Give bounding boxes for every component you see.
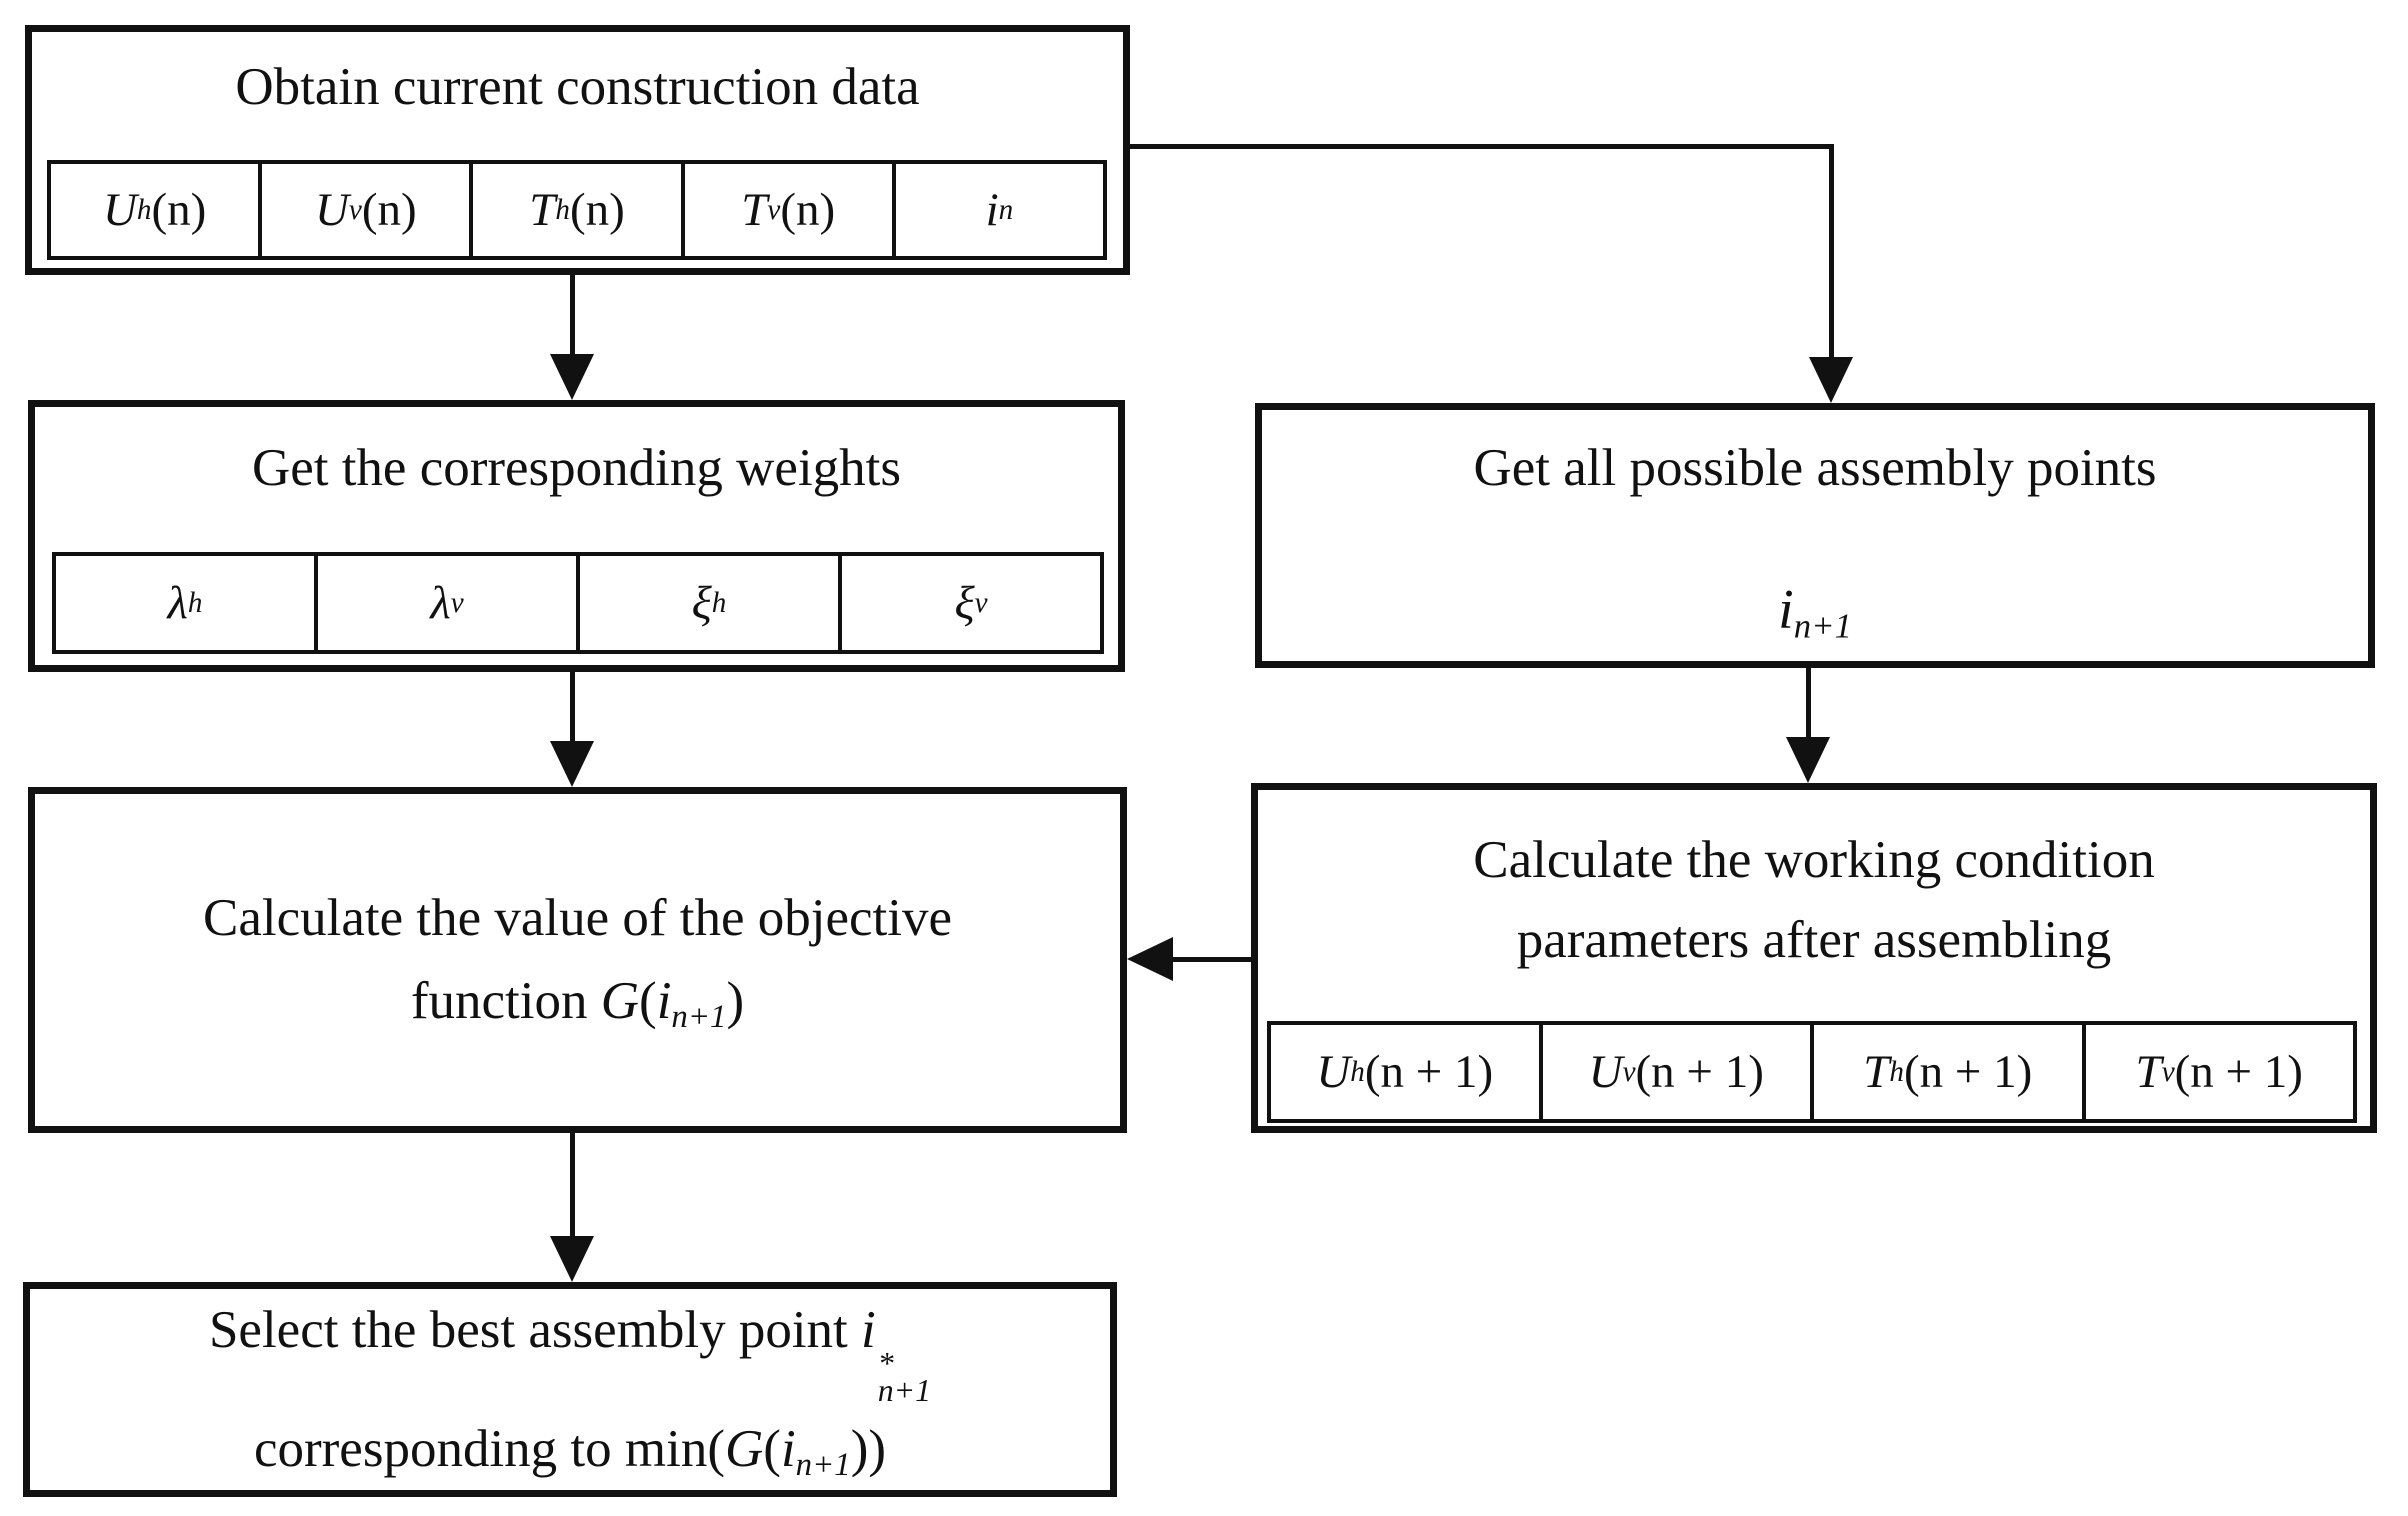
arrow-assembly-to-working-head [1786,737,1830,783]
assembly-points-symbol: in+1 [1778,579,1852,646]
box-assembly-points: Get all possible assembly points in+1 [1255,403,2375,668]
working-condition-title-line1: Calculate the working condition [1473,831,2155,889]
objective-line2: function G(in+1) [410,972,745,1036]
objective-line1: Calculate the value of the objective [202,889,953,947]
working-condition-title-line2: parameters after assembling [1516,911,2112,969]
connector-obtain-to-assembly-hline [1130,144,1834,149]
arrow-objective-to-select-head [550,1236,594,1282]
box-obtain-title: Obtain current construction data [235,58,920,116]
select-line1: Select the best assembly point i*n+1 [208,1301,932,1408]
arrow-assembly-to-working-line [1806,668,1811,738]
arrow-objective-to-select-line [570,1133,575,1237]
box-weights-title: Get the corresponding weights [251,439,902,497]
arrow-weights-to-objective-line [570,672,575,742]
arrow-obtain-to-weights-head [550,354,594,400]
select-line2: corresponding to min(G(in+1)) [253,1419,887,1483]
arrow-weights-to-objective-head [550,741,594,787]
arrow-working-to-objective-head [1127,937,1173,981]
arrow-obtain-to-weights-line [570,275,575,357]
arrow-working-to-objective-line [1173,957,1251,962]
box-objective-function: Calculate the value of the objective fun… [28,787,1127,1133]
arrow-obtain-to-assembly-head [1809,357,1853,403]
box-select-best-point: Select the best assembly point i*n+1 cor… [23,1282,1117,1497]
box-assembly-title: Get all possible assembly points [1473,439,2157,497]
connector-obtain-to-assembly-vline [1829,144,1834,359]
